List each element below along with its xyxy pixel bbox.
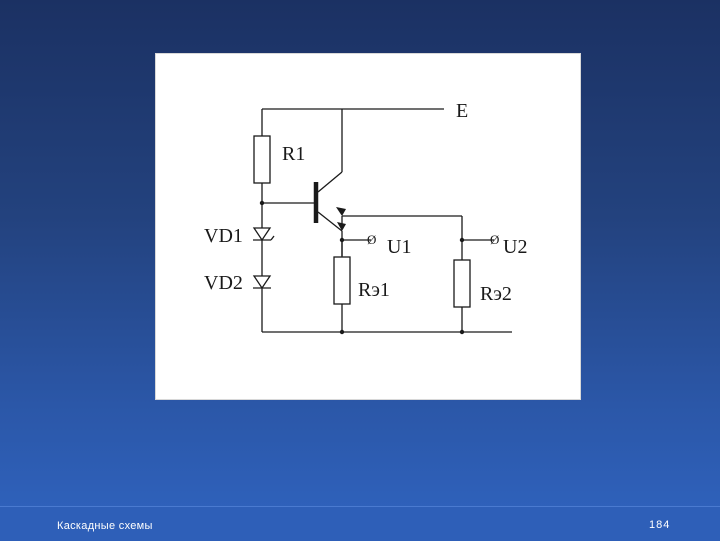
page-number: 184 — [649, 519, 671, 531]
resistor-re2 — [453, 259, 471, 308]
label-u2: U2 — [503, 236, 527, 258]
circuit-schematic: E R1 VD1 VD2 Ø U1 Ø U2 Rэ1 Rэ2 — [204, 100, 527, 335]
label-vd2: VD2 — [204, 272, 243, 294]
emitter-arrow-lower — [337, 222, 346, 231]
terminal-u1: Ø — [367, 232, 376, 247]
emitter-arrow — [336, 207, 346, 216]
transistor-collector — [317, 171, 343, 193]
zener-hook-vd1 — [270, 235, 275, 241]
junction-re2 — [459, 237, 465, 243]
footer-bar — [0, 506, 720, 541]
diode-vd2 — [252, 275, 272, 290]
terminal-u2: Ø — [490, 232, 499, 247]
junction-ground-re1 — [339, 329, 345, 335]
label-supply: E — [456, 100, 468, 122]
label-u1: U1 — [387, 236, 411, 258]
transistor-emitter — [317, 211, 343, 232]
resistor-r1 — [253, 135, 271, 184]
zener-diode-vd1 — [252, 227, 272, 242]
junction-emitter — [339, 237, 345, 243]
label-re2: Rэ2 — [480, 283, 512, 305]
circuit-diagram-frame: E R1 VD1 VD2 Ø U1 Ø U2 Rэ1 Rэ2 — [155, 53, 581, 400]
label-re1: Rэ1 — [358, 279, 390, 301]
footer-title: Каскадные схемы — [57, 520, 153, 532]
label-vd1: VD1 — [204, 225, 243, 247]
resistor-re1 — [333, 256, 351, 305]
label-r1: R1 — [282, 143, 305, 165]
junction-ground-re2 — [459, 329, 465, 335]
junction-base — [259, 200, 265, 206]
